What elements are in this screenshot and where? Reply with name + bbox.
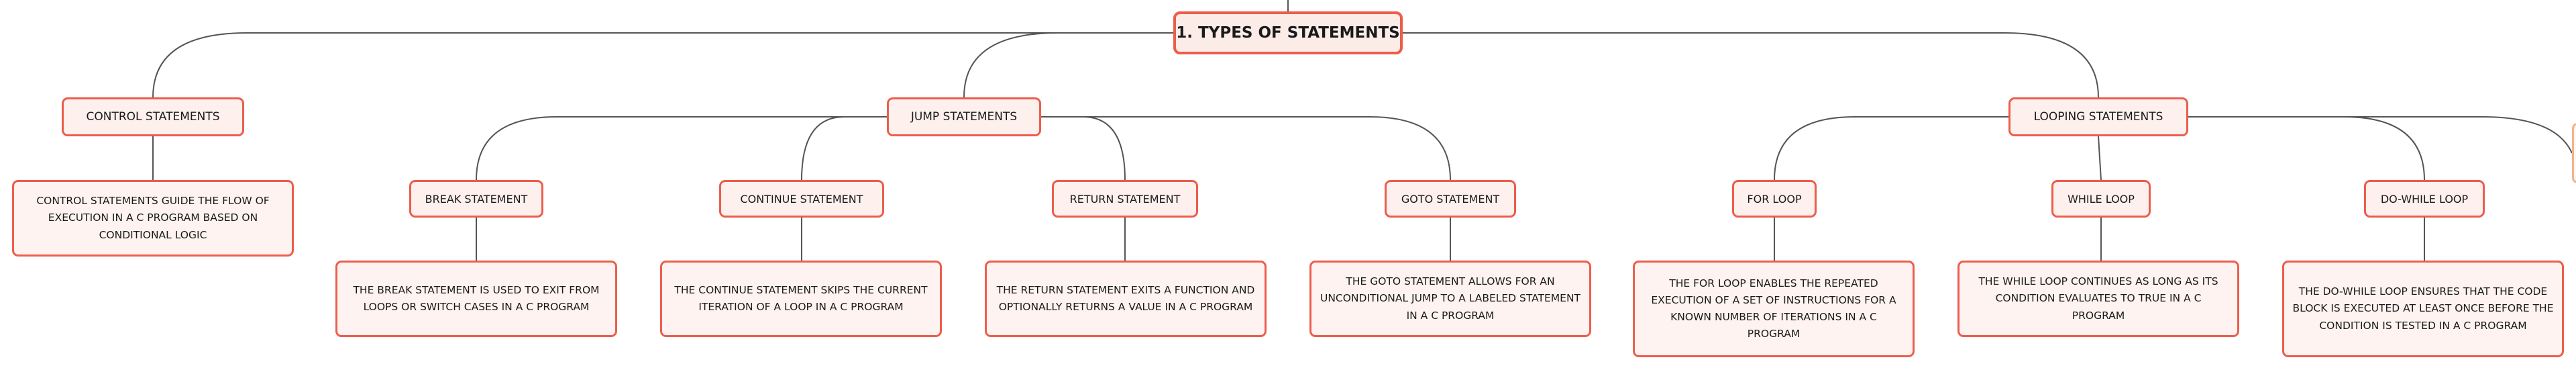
category-node-looping[interactable]: LOOPING STATEMENTS [2008,97,2188,136]
description-node-break[interactable]: THE BREAK STATEMENT IS USED TO EXIT FROM… [335,261,617,337]
description-node-return[interactable]: THE RETURN STATEMENT EXITS A FUNCTION AN… [985,261,1267,337]
connector-n-jump-n-break [476,116,887,181]
description-node-goto[interactable]: THE GOTO STATEMENT ALLOWS FOR AN UNCONDI… [1309,261,1591,337]
category-node-jump[interactable]: JUMP STATEMENTS [887,97,1041,136]
connector-n-looping-n-for [1774,116,2008,181]
sub-node-continue[interactable]: CONTINUE STATEMENT [719,180,884,218]
sub-node-for[interactable]: FOR LOOP [1732,180,1817,218]
description-node-control[interactable]: CONTROL STATEMENTS GUIDE THE FLOW OF EXE… [12,180,294,257]
offscreen-node-edge[interactable] [2572,123,2576,183]
category-node-control[interactable]: CONTROL STATEMENTS [62,97,244,136]
connector-n-jump-n-continue [801,116,887,181]
connector-n-looping-n-while [2098,136,2102,181]
connector-n-jump-n-goto [1041,116,1451,181]
description-node-continue[interactable]: THE CONTINUE STATEMENT SKIPS THE CURRENT… [660,261,942,337]
root-node[interactable]: 1. TYPES OF STATEMENTS [1173,11,1403,54]
description-node-for[interactable]: THE FOR LOOP ENABLES THE REPEATED EXECUT… [1633,261,1915,357]
connector-looping-offscreen [2188,116,2573,154]
connector-root-looping [1403,32,2099,98]
connector-root-control [152,32,1173,98]
connector-n-jump-n-return [1041,116,1126,181]
sub-node-dowhile[interactable]: DO-WHILE LOOP [2364,180,2485,218]
connector-n-looping-n-dowhile [2188,116,2425,181]
description-node-while[interactable]: THE WHILE LOOP CONTINUES AS LONG AS ITS … [1957,261,2239,337]
sub-node-while[interactable]: WHILE LOOP [2051,180,2151,218]
connector-root-jump [963,32,1173,98]
sub-node-goto[interactable]: GOTO STATEMENT [1385,180,1516,218]
sub-node-break[interactable]: BREAK STATEMENT [409,180,543,218]
description-node-dowhile[interactable]: THE DO-WHILE LOOP ENSURES THAT THE CODE … [2282,261,2564,357]
sub-node-return[interactable]: RETURN STATEMENT [1052,180,1198,218]
